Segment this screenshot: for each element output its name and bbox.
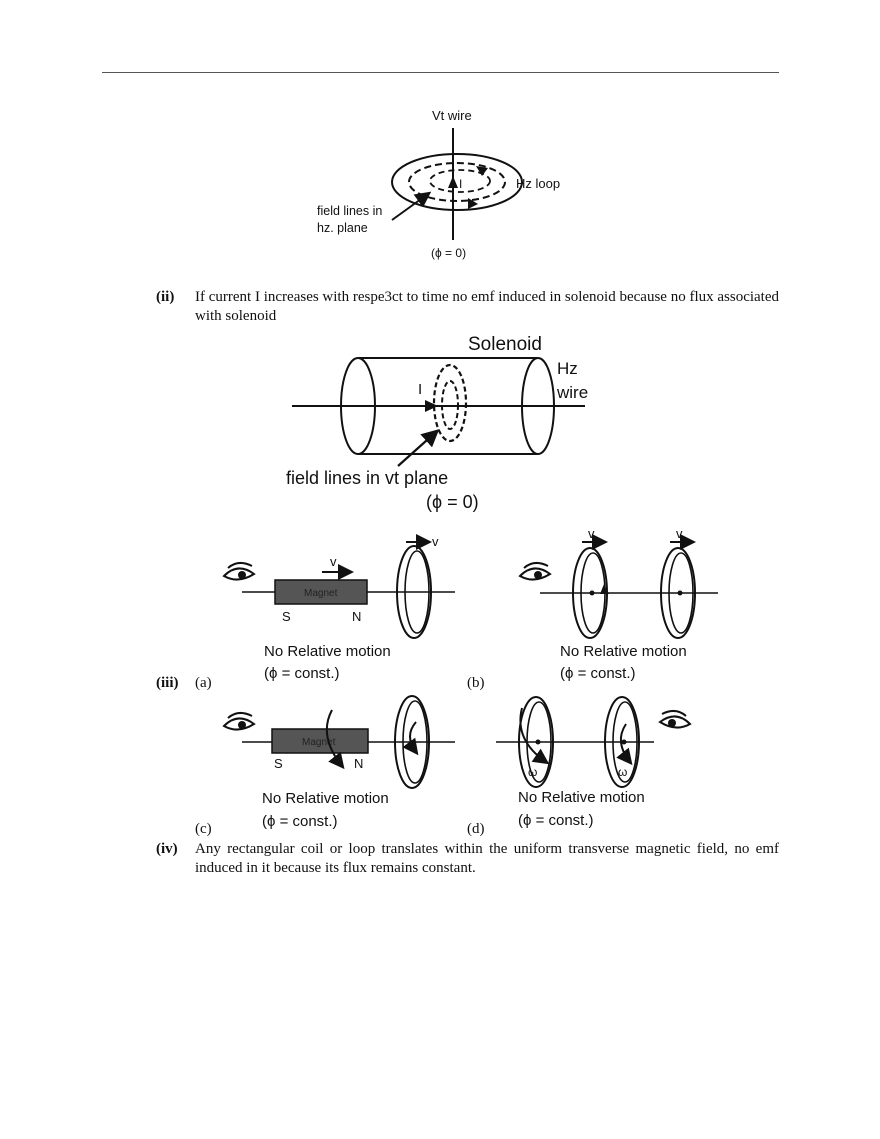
north-pole-label: N <box>354 756 363 771</box>
flux-label: (ϕ = const.) <box>560 665 636 682</box>
rotation-arrow <box>325 709 345 770</box>
sub-label-c: (c) <box>195 821 212 837</box>
caption: No Relative motion <box>264 643 391 660</box>
field-line-inner <box>429 169 491 193</box>
item-iv-text: Any rectangular coil or loop translates … <box>195 841 779 876</box>
ring-outer <box>396 545 432 639</box>
item-number-iv: (iv) <box>156 841 178 857</box>
current-arrow-icon <box>448 176 458 188</box>
center-dot <box>589 590 595 596</box>
wire-label: Vt wire <box>432 108 472 123</box>
pointer-arrow <box>391 191 432 221</box>
magnet-label: Magnet <box>304 588 338 599</box>
wire-label-line1: Hz <box>557 359 578 378</box>
item-number-ii: (ii) <box>156 289 175 305</box>
current-label: I <box>418 381 422 398</box>
panel-d: ω ω No Relative motion (ϕ = const.) <box>496 696 692 829</box>
horizontal-loop <box>391 153 523 211</box>
center-dot <box>621 739 627 745</box>
field-label-line1: field lines in <box>317 204 382 218</box>
ring-rotation-arrow <box>402 721 419 756</box>
field-line-outer <box>408 162 506 202</box>
ring-outer <box>394 695 430 789</box>
ring-2-outer <box>660 547 696 639</box>
field-line-outer <box>432 363 468 443</box>
sub-label-d: (d) <box>467 821 485 837</box>
magnet-label: Magnet <box>302 737 336 748</box>
current-arrow-icon <box>600 584 609 594</box>
flux-label: (ϕ = const.) <box>262 813 338 830</box>
eye-icon <box>222 712 256 731</box>
velocity-label-1: v <box>588 528 595 541</box>
ring-2-inner <box>612 701 638 783</box>
flux-label: (ϕ = const.) <box>264 665 340 682</box>
ring-1-outer <box>518 696 554 788</box>
velocity-label: v <box>330 554 337 569</box>
magnet-bar <box>274 579 368 605</box>
center-dot <box>677 590 683 596</box>
rotation-arrow-1 <box>519 707 550 765</box>
ring-2-inner <box>668 552 694 634</box>
flux-label: (ϕ = const.) <box>518 812 594 829</box>
center-dot <box>535 739 541 745</box>
flux-label: (ϕ = 0) <box>426 492 479 512</box>
ring-inner <box>404 550 430 634</box>
current-label: I <box>459 177 462 191</box>
velocity-label-2: v <box>676 528 683 541</box>
field-label: field lines in vt plane <box>286 468 448 488</box>
solenoid-label: Solenoid <box>468 334 542 355</box>
field-arrow-icon <box>468 198 478 209</box>
item-number-iii: (iii) <box>156 675 179 691</box>
north-pole-label: N <box>352 609 361 624</box>
caption: No Relative motion <box>518 789 645 806</box>
magnet-bar <box>271 728 369 754</box>
omega-label-1: ω <box>528 765 537 779</box>
item-ii-text: If current I increases with respe3ct to … <box>195 289 779 324</box>
wire-label-line2: wire <box>556 383 588 402</box>
panel-c: Magnet S N No Relative motion (ϕ = const… <box>222 695 455 830</box>
panel-b: v v No Relative motion (ϕ = const.) <box>518 528 718 682</box>
figure-vertical-wire: Vt wire I Hz loop field lines in hz. pla… <box>317 108 560 260</box>
loop-label: Hz loop <box>516 176 560 191</box>
south-pole-label: S <box>274 756 283 771</box>
field-arrow-icon <box>476 166 488 176</box>
flux-label: (ϕ = 0) <box>431 246 466 260</box>
eye-icon <box>658 710 692 729</box>
eye-icon <box>518 562 552 581</box>
sub-label-b: (b) <box>467 675 485 691</box>
rotation-arrow-2 <box>616 723 633 766</box>
ring-2-outer <box>604 696 640 788</box>
panel-a: Magnet S N v v No Relative motion (ϕ = c… <box>222 534 455 682</box>
figure-solenoid: Solenoid I Hz wire field lines in vt pla… <box>286 334 588 512</box>
south-pole-label: S <box>282 609 291 624</box>
field-line-inner <box>441 380 459 430</box>
current-arrow-icon <box>425 400 438 412</box>
ring-velocity-label: v <box>432 534 439 549</box>
field-label-line2: hz. plane <box>317 221 368 235</box>
caption: No Relative motion <box>262 790 389 807</box>
eye-icon <box>222 562 256 581</box>
sub-label-a: (a) <box>195 675 212 691</box>
pointer-arrow <box>397 429 440 467</box>
omega-label-2: ω <box>618 765 627 779</box>
header-rule <box>102 72 779 73</box>
caption: No Relative motion <box>560 643 687 660</box>
